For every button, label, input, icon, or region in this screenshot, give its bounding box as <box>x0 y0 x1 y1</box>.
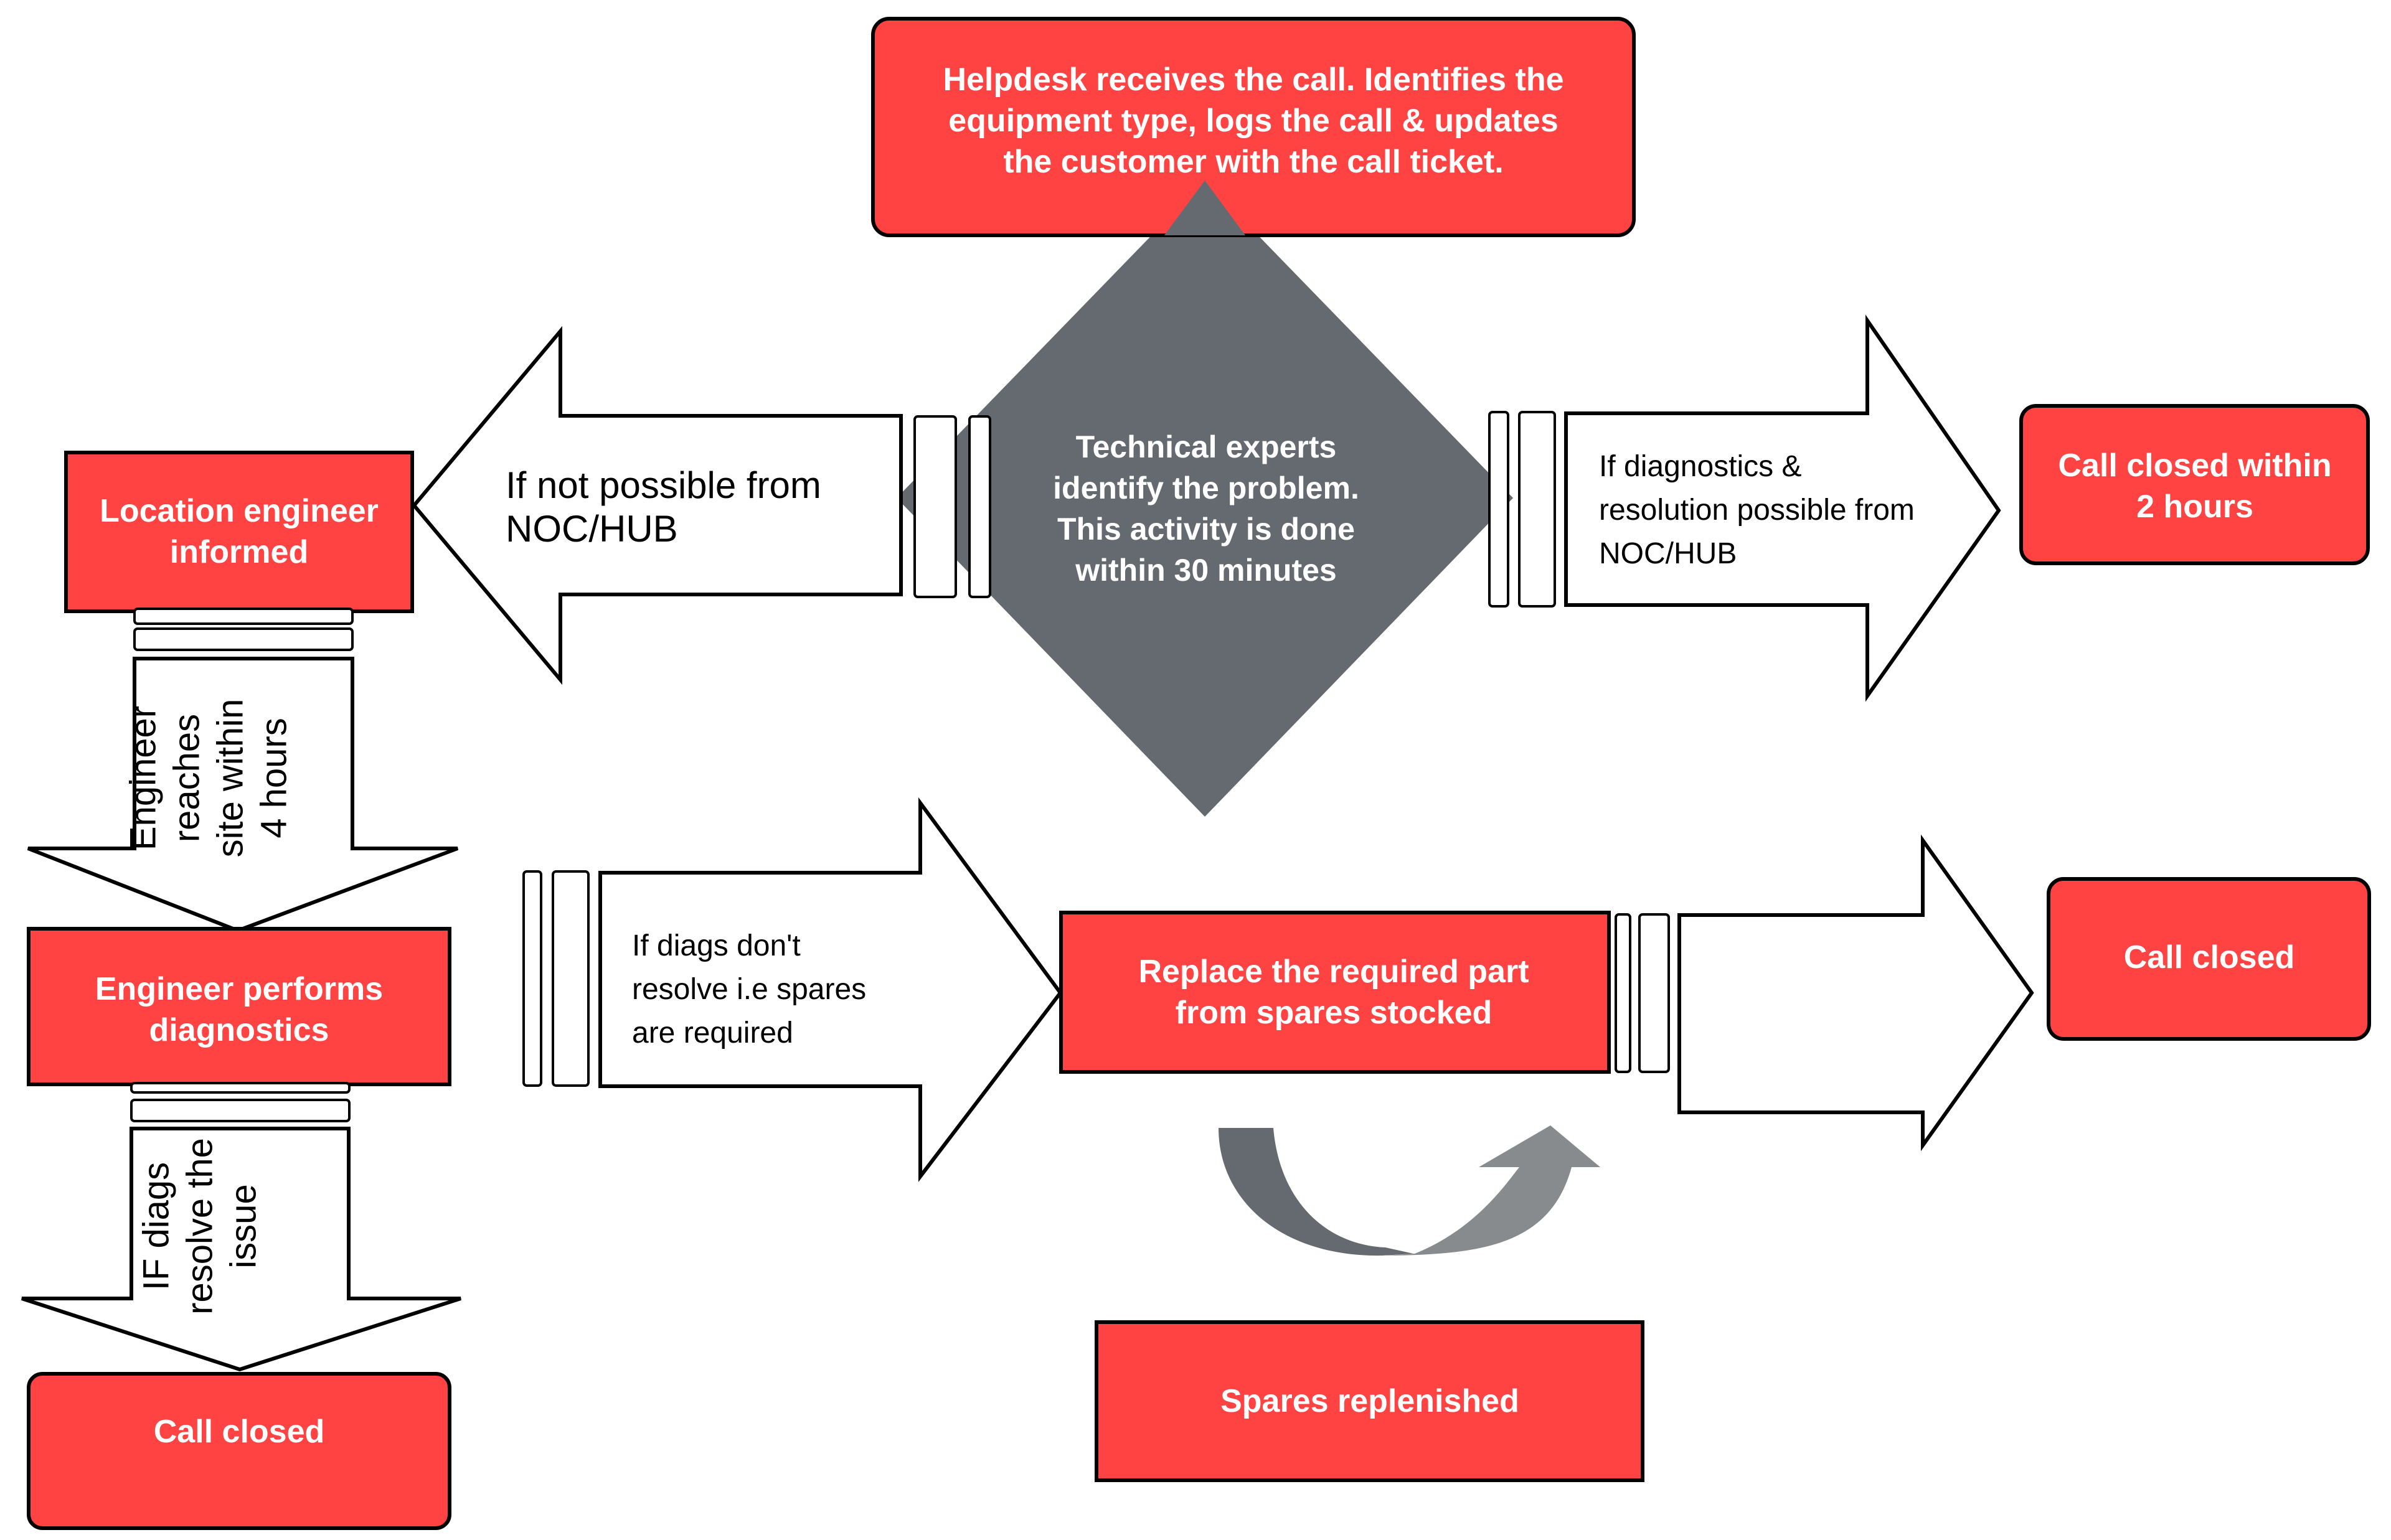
engineer-diagnostics-box: Engineer performs diagnostics <box>27 927 451 1086</box>
spacer-bar <box>913 415 957 598</box>
spacer-bar <box>1518 411 1556 608</box>
spares-replenished-text: Spares replenished <box>1220 1383 1519 1419</box>
engineer-diagnostics-text: Engineer performs diagnostics <box>95 971 383 1048</box>
arrow-diagnostics-possible-noc: If diagnostics & resolution possible from… <box>1564 314 2001 702</box>
text-line: Technical experts <box>1076 430 1337 464</box>
text-line: resolution possible from <box>1599 494 1915 527</box>
arrow-diags-resolve-text: IF diagsresolve theissue <box>136 1138 264 1315</box>
text-line: If diags don't <box>632 929 801 962</box>
spacer-bar <box>968 415 991 598</box>
text-line: equipment type, logs the call & updates <box>948 103 1559 139</box>
text-line: 4 hours <box>254 718 295 838</box>
spacer-bar <box>130 1099 351 1122</box>
spacer-bar <box>130 1082 351 1094</box>
spacer-bar <box>552 870 590 1087</box>
arrow-engineer-reaches-text: Engineerreachessite within4 hours <box>123 699 295 858</box>
call-closed-left-box: Call closed <box>27 1372 451 1530</box>
spacer-bar <box>1638 913 1670 1073</box>
technical-experts-text: Technical experts identify the problem. Th… <box>1053 430 1359 588</box>
spacer-bar <box>133 608 354 625</box>
call-closed-left-text: Call closed <box>154 1414 325 1450</box>
text-line: Call closed <box>2124 939 2295 975</box>
text-line: Spares replenished <box>1220 1383 1519 1419</box>
text-line: Location engineer <box>100 493 379 529</box>
text-line: If diagnostics & <box>1599 450 1802 483</box>
text-line: 2 hours <box>2136 489 2253 525</box>
text-line: NOC/HUB <box>1599 537 1737 570</box>
spares-replenished-box: Spares replenished <box>1095 1320 1644 1482</box>
text-line: Call closed within <box>2058 448 2331 484</box>
spacer-bar <box>1488 411 1509 608</box>
arrow-diags-dont-resolve-text: If diags don't resolve i.e spares are requ… <box>632 929 866 1049</box>
helpdesk-box: Helpdesk receives the call. Identifies t… <box>871 17 1636 237</box>
helpdesk-text: Helpdesk receives the call. Identifies t… <box>943 62 1563 180</box>
location-engineer-text: Location engineer informed <box>100 493 379 570</box>
text-line: issue <box>224 1184 264 1268</box>
text-line: NOC/HUB <box>506 508 678 550</box>
text-line: identify the problem. <box>1053 471 1359 505</box>
text-line: resolve the <box>180 1138 220 1315</box>
text-line: Call closed <box>154 1414 325 1450</box>
replace-part-text: Replace the required part from spares sto… <box>1138 954 1529 1031</box>
text-line: from spares stocked <box>1176 995 1493 1031</box>
text-line: informed <box>170 534 308 570</box>
spacer-bar <box>1615 913 1631 1073</box>
text-line: resolve i.e spares <box>632 973 866 1006</box>
text-line: Engineer performs <box>95 971 383 1007</box>
location-engineer-box: Location engineer informed <box>64 451 414 613</box>
text-line: diagnostics <box>149 1012 329 1048</box>
replace-part-box: Replace the required part from spares sto… <box>1059 911 1611 1074</box>
text-line: IF diags <box>136 1162 177 1290</box>
text-line: This activity is done <box>1057 512 1355 547</box>
arrow-diags-dont-resolve: If diags don't resolve i.e spares are requ… <box>598 797 1063 1182</box>
call-closed-2h-text: Call closed within 2 hours <box>2058 448 2331 525</box>
call-closed-2h-box: Call closed within 2 hours <box>2019 404 2370 565</box>
text-line: site within <box>210 699 251 858</box>
text-line: the customer with the call ticket. <box>1003 144 1503 180</box>
arrow-diagnostics-possible-noc-text: If diagnostics & resolution possible from… <box>1599 450 1915 570</box>
technical-experts-diamond: Technical experts identify the problem. Th… <box>897 181 1513 817</box>
text-line: Replace the required part <box>1138 954 1529 990</box>
spacer-bar <box>522 870 542 1087</box>
text-line: If not possible from <box>506 464 821 506</box>
spacer-bar <box>133 627 354 651</box>
replenish-cycle-arrow-icon <box>1219 1125 1600 1256</box>
text-line: within 30 minutes <box>1075 553 1337 588</box>
arrow-replace-to-closed <box>1677 834 2034 1152</box>
call-closed-right-text: Call closed <box>2124 939 2295 975</box>
call-closed-right-box: Call closed <box>2047 877 2371 1041</box>
arrow-engineer-reaches: Engineerreachessite within4 hours <box>27 657 459 933</box>
text-line: Engineer <box>123 706 164 850</box>
text-line: Helpdesk receives the call. Identifies t… <box>943 62 1563 98</box>
text-line: reaches <box>167 714 207 842</box>
arrow-diags-resolve: IF diagsresolve theissue <box>21 1127 461 1372</box>
text-line: are required <box>632 1016 793 1049</box>
